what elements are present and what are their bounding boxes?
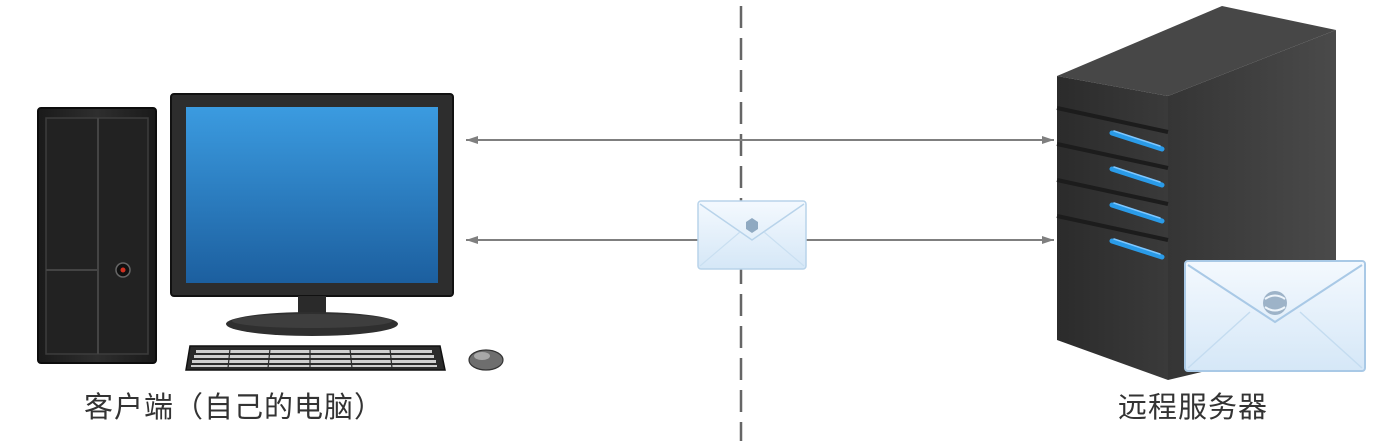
- client-label: 客户端（自己的电脑）: [84, 390, 385, 424]
- server-envelope-icon: [1184, 260, 1366, 372]
- envelope-icon: [697, 200, 807, 270]
- mouse-icon: [468, 349, 504, 371]
- monitor-icon: [170, 93, 454, 336]
- keyboard-icon: [185, 345, 446, 371]
- pc-tower-icon: [37, 107, 157, 364]
- server-label: 远程服务器: [1118, 390, 1269, 424]
